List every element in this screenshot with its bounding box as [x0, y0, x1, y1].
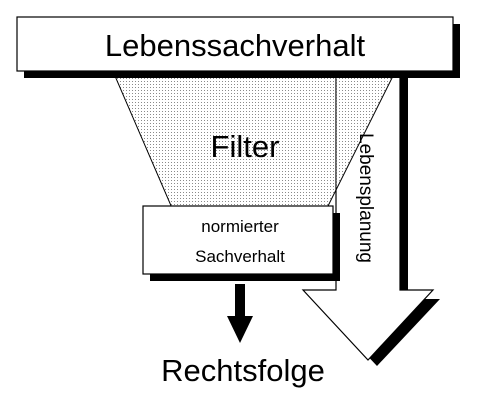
lebenssachverhalt-box: Lebenssachverhalt — [16, 16, 460, 78]
result-arrow — [227, 284, 253, 343]
normierter-sachverhalt-box-frame — [142, 205, 334, 275]
lebensplanung-label: Lebensplanung — [355, 133, 376, 263]
sachverhalt-label: Sachverhalt — [195, 247, 285, 266]
lebenssachverhalt-box-frame — [16, 16, 454, 72]
result-arrow-shaft — [235, 284, 245, 318]
filter-label: Filter — [211, 129, 280, 164]
normierter-sachverhalt-box: normierter Sachverhalt — [142, 205, 340, 281]
normierter-label: normierter — [201, 217, 279, 236]
rechtsfolge-label: Rechtsfolge — [161, 353, 325, 388]
result-arrow-head — [227, 316, 253, 343]
lebenssachverhalt-label: Lebenssachverhalt — [105, 28, 366, 63]
